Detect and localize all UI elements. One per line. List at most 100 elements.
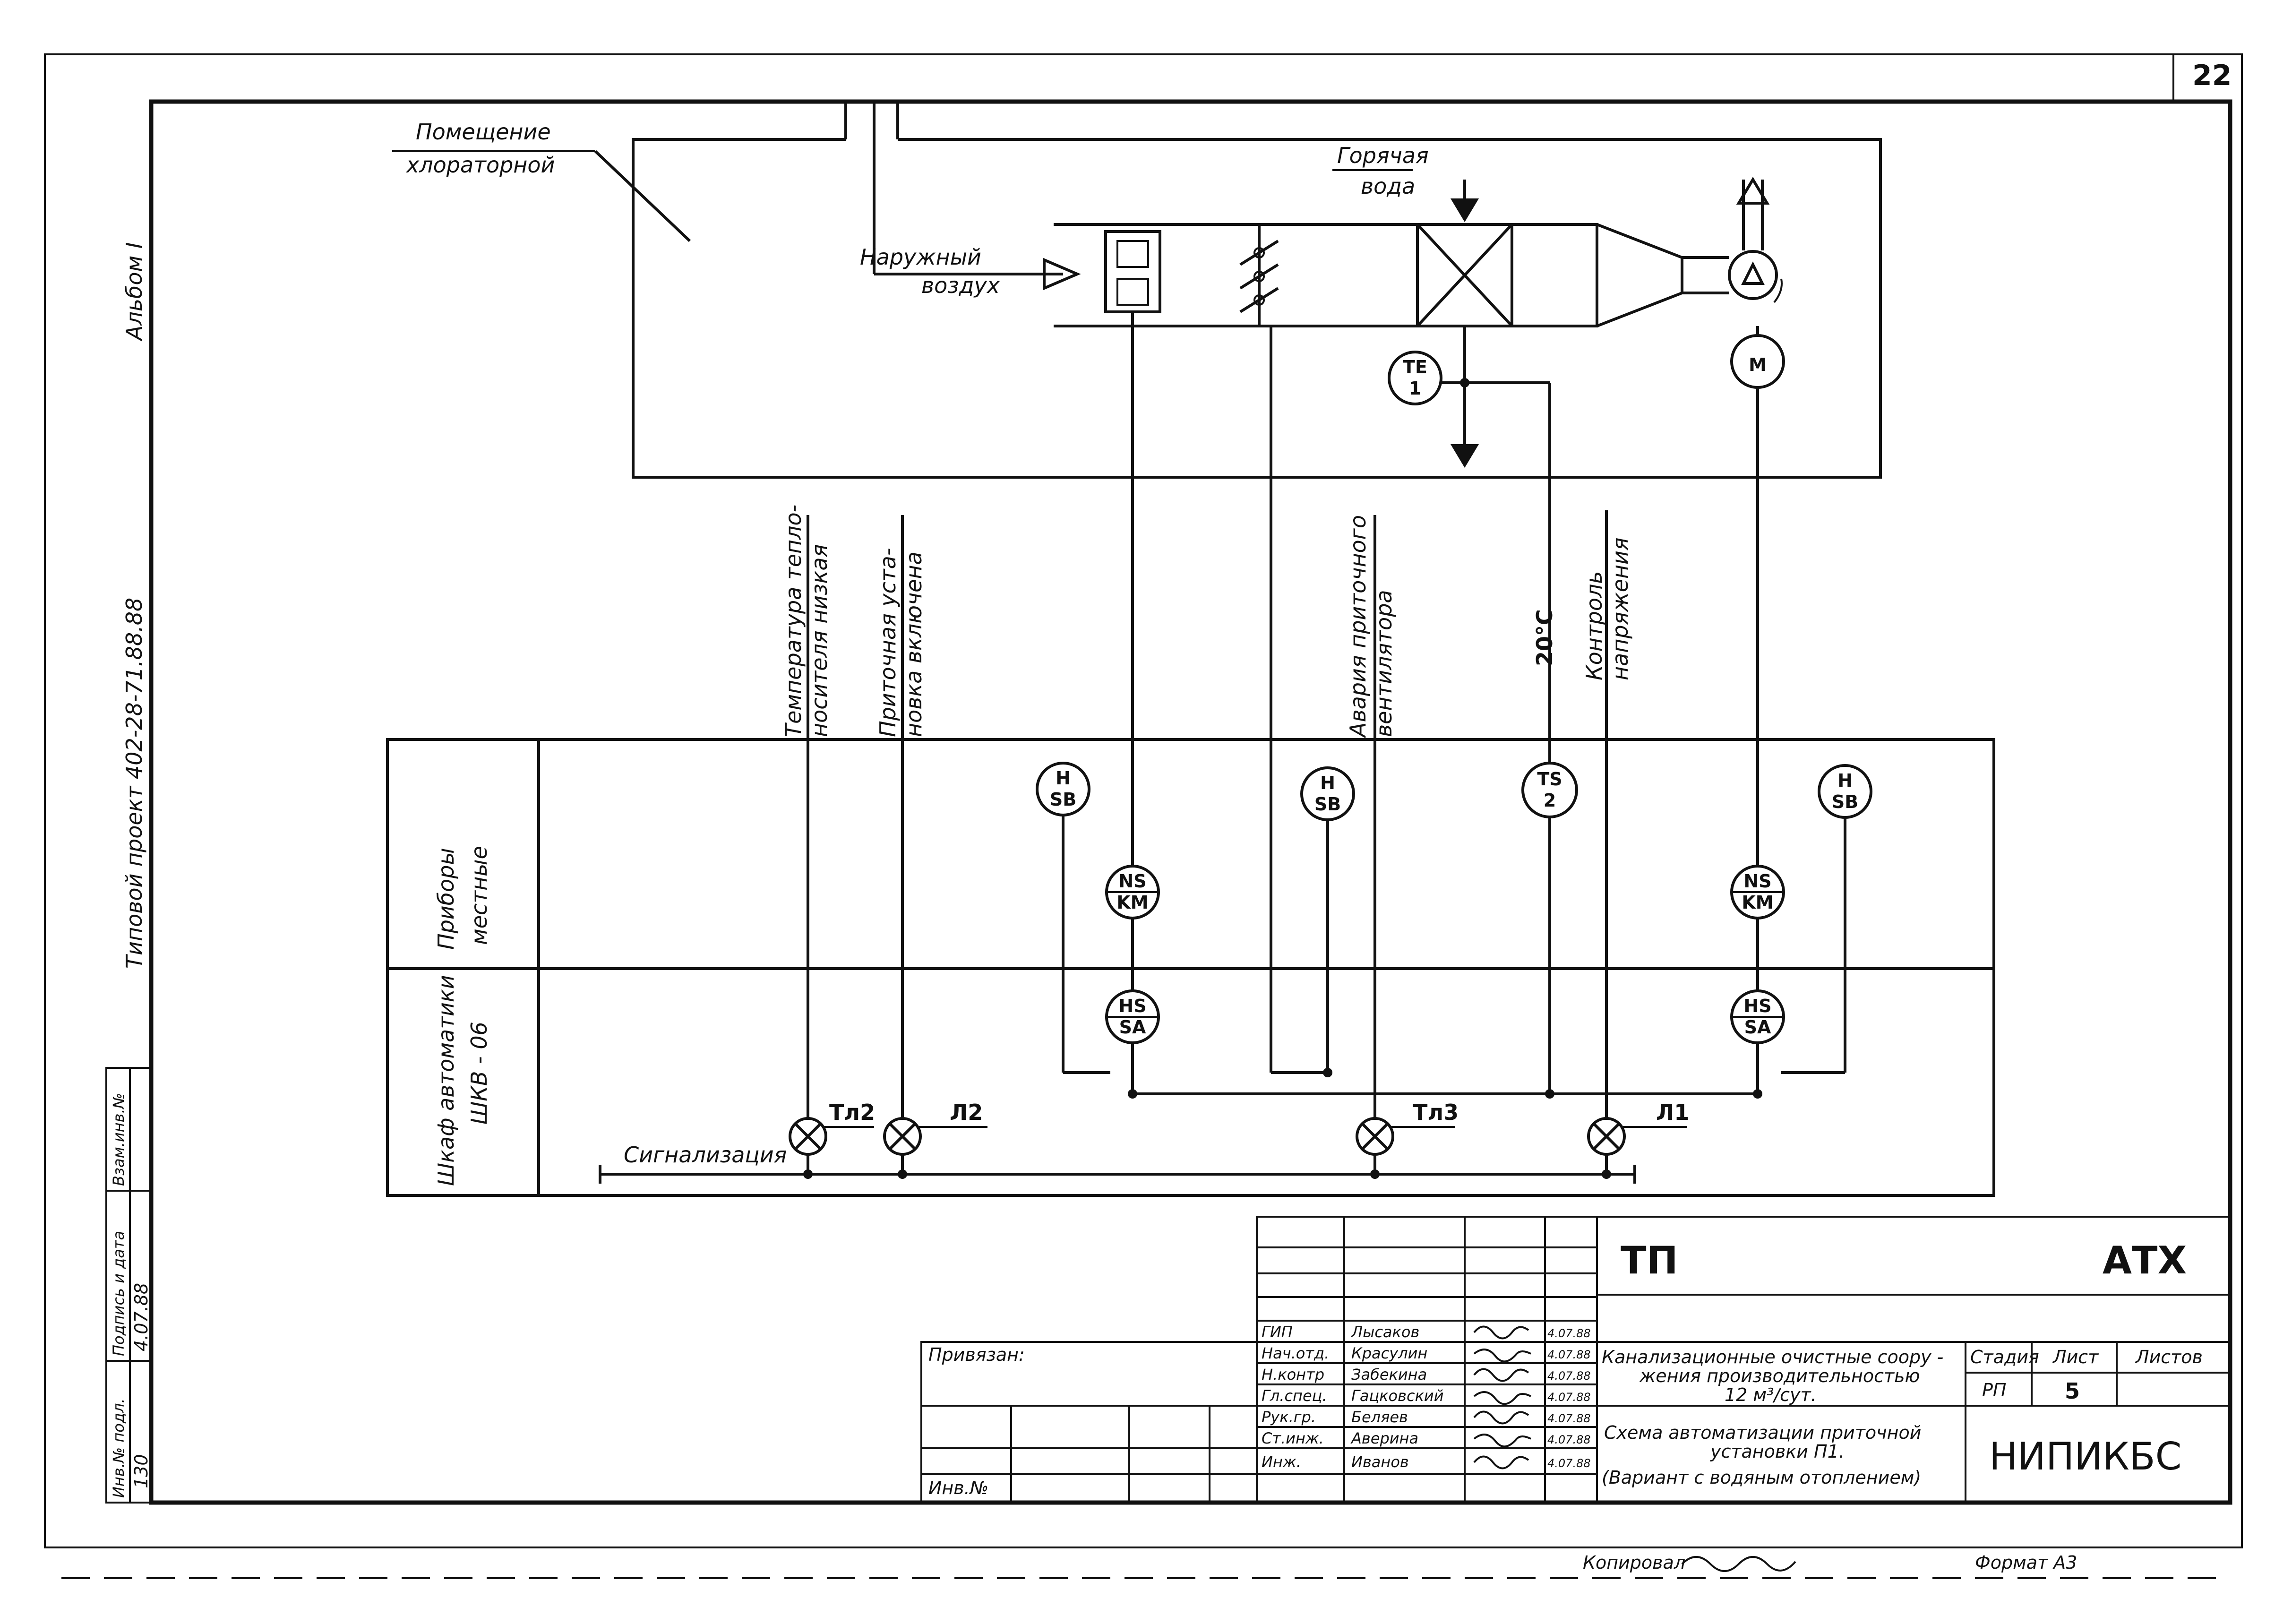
instrument-hsb-right: H SB [1818,764,1872,819]
signal-3-line1: Авария приточного [1345,515,1371,739]
zone-local-2: местные [466,846,492,945]
stamp-code-right: АТХ [2103,1238,2187,1282]
instrument-hsb-left: H SB [1036,762,1090,816]
title2-line3: (Вариант с водяным отоплением) [1602,1467,1921,1488]
hot-water-label-1: Горячая [1337,143,1429,168]
svg-text:H: H [1056,768,1071,789]
svg-text:H: H [1320,773,1335,793]
svg-text:TE: TE [1403,357,1427,378]
title1-line1: Канализационные очистные соору - [1602,1347,1943,1367]
side-stamp-vzam: Взам.инв.№ [110,1093,128,1186]
lamp-l1-label: Л1 [1656,1100,1689,1125]
sheet-header: Лист [2052,1347,2099,1367]
format-label: Формат А3 [1975,1552,2077,1573]
svg-text:TS: TS [1537,769,1562,790]
role-n-kontr: Н.контр [1262,1366,1324,1383]
role-ruk-gr: Рук.гр. [1262,1408,1316,1426]
date-7: 4.07.88 [1547,1457,1591,1470]
date-5: 4.07.88 [1547,1412,1591,1425]
name-5: Беляев [1351,1408,1408,1426]
signal-5-line1: Контроль [1581,571,1607,680]
role-gl-spec: Гл.спец. [1262,1387,1327,1405]
instrument-nskm-left: NS KM [1105,865,1160,919]
signal-1-line2: носителя низкая [807,544,832,737]
inner-frame [149,99,2232,1505]
role-gip: ГИП [1262,1323,1293,1341]
supply-duct [1043,177,1783,327]
side-stamp-num: 130 [131,1454,152,1488]
stamp-privyazan: Привязан: [928,1344,1025,1365]
project-label: Типовой проект 402-28-71.88.88 [121,598,147,969]
instrument-ts2: TS 2 [1521,762,1578,818]
album-label: Альбом I [121,242,147,342]
lamp-tl3 [1356,1117,1394,1156]
hot-water-label-2: вода [1361,173,1415,199]
title1-line3: 12 м³/сут. [1725,1384,1817,1405]
sheet-number: 22 [2192,59,2232,92]
instrument-hsb-mid: H SB [1300,766,1355,821]
name-6: Аверина [1350,1429,1418,1447]
lamp-tl2-label: Тл2 [829,1100,875,1125]
date-3: 4.07.88 [1547,1369,1591,1383]
role-nach-otd: Нач.отд. [1262,1344,1329,1362]
room-plan [392,102,1882,479]
signal-2-line2: новка включена [901,551,927,737]
instrument-motor: M [1730,334,1785,389]
side-stamp: Взам.инв.№ Подпись и дата Инв.№ подл. 4.… [105,1067,152,1504]
instrument-hssa-left: HS SA [1105,989,1160,1044]
svg-text:H: H [1837,770,1853,791]
zone-cabinet-2: ШКВ - 06 [466,1022,492,1125]
filter-box [1104,230,1161,313]
svg-text:KM: KM [1116,892,1148,913]
svg-text:NS: NS [1118,871,1146,892]
signal-4-line1: 20°C [1532,609,1557,666]
stage-header: Стадия [1970,1347,2039,1367]
svg-text:SB: SB [1050,789,1076,810]
name-1: Лысаков [1351,1323,1419,1341]
instrument-te1: TE 1 [1388,351,1442,405]
svg-text:SA: SA [1119,1017,1146,1038]
svg-text:HS: HS [1118,996,1146,1016]
date-4: 4.07.88 [1547,1391,1591,1404]
name-4: Гацковский [1351,1387,1444,1405]
lamp-tl2 [789,1117,827,1156]
sheet-value: 5 [2065,1378,2080,1404]
svg-text:1: 1 [1409,378,1421,399]
lamp-l1 [1587,1117,1626,1156]
zone-cabinet-1: Шкаф автоматики [433,975,459,1186]
role-st-inzh: Ст.инж. [1262,1429,1324,1447]
signal-1-line1: Температура тепло- [781,505,806,737]
svg-text:NS: NS [1743,871,1771,892]
outer-frame [44,53,2243,1548]
signal-5-line2: напряжения [1607,537,1633,680]
stamp-code-left: ТП [1621,1238,1678,1282]
svg-text:KM: KM [1742,892,1773,913]
org-name: НИПИКБС [1989,1435,2182,1478]
side-stamp-inv: Инв.№ подл. [110,1398,128,1498]
lamp-l2-label: Л2 [950,1100,983,1125]
lamp-tl3-label: Тл3 [1413,1100,1459,1125]
outside-air-label-2: воздух [921,273,1000,298]
svg-text:HS: HS [1743,996,1771,1016]
zone-local-1: Приборы [433,848,459,950]
name-2: Красулин [1351,1344,1427,1362]
date-1: 4.07.88 [1547,1327,1591,1340]
zone-box [386,738,1995,1197]
title2-line1: Схема автоматизации приточной [1604,1422,1921,1443]
svg-text:SA: SA [1744,1017,1771,1038]
wiring [599,312,1846,1184]
title-block [920,1216,2231,1504]
signatures [1473,1325,1531,1469]
copied-label: Копировал [1583,1552,1685,1573]
fan [1728,250,1778,300]
title1-line2: жения производительностью [1639,1366,1920,1386]
role-inzh: Инж. [1262,1453,1301,1471]
stage-value: РП [1982,1380,2007,1401]
name-3: Забекина [1351,1366,1427,1383]
signal-2-line1: Приточная уста- [875,548,901,737]
svg-text:2: 2 [1544,790,1556,811]
svg-text:SB: SB [1832,791,1858,812]
sheets-header: Листов [2135,1347,2203,1367]
copied-signature [1681,1556,1796,1572]
